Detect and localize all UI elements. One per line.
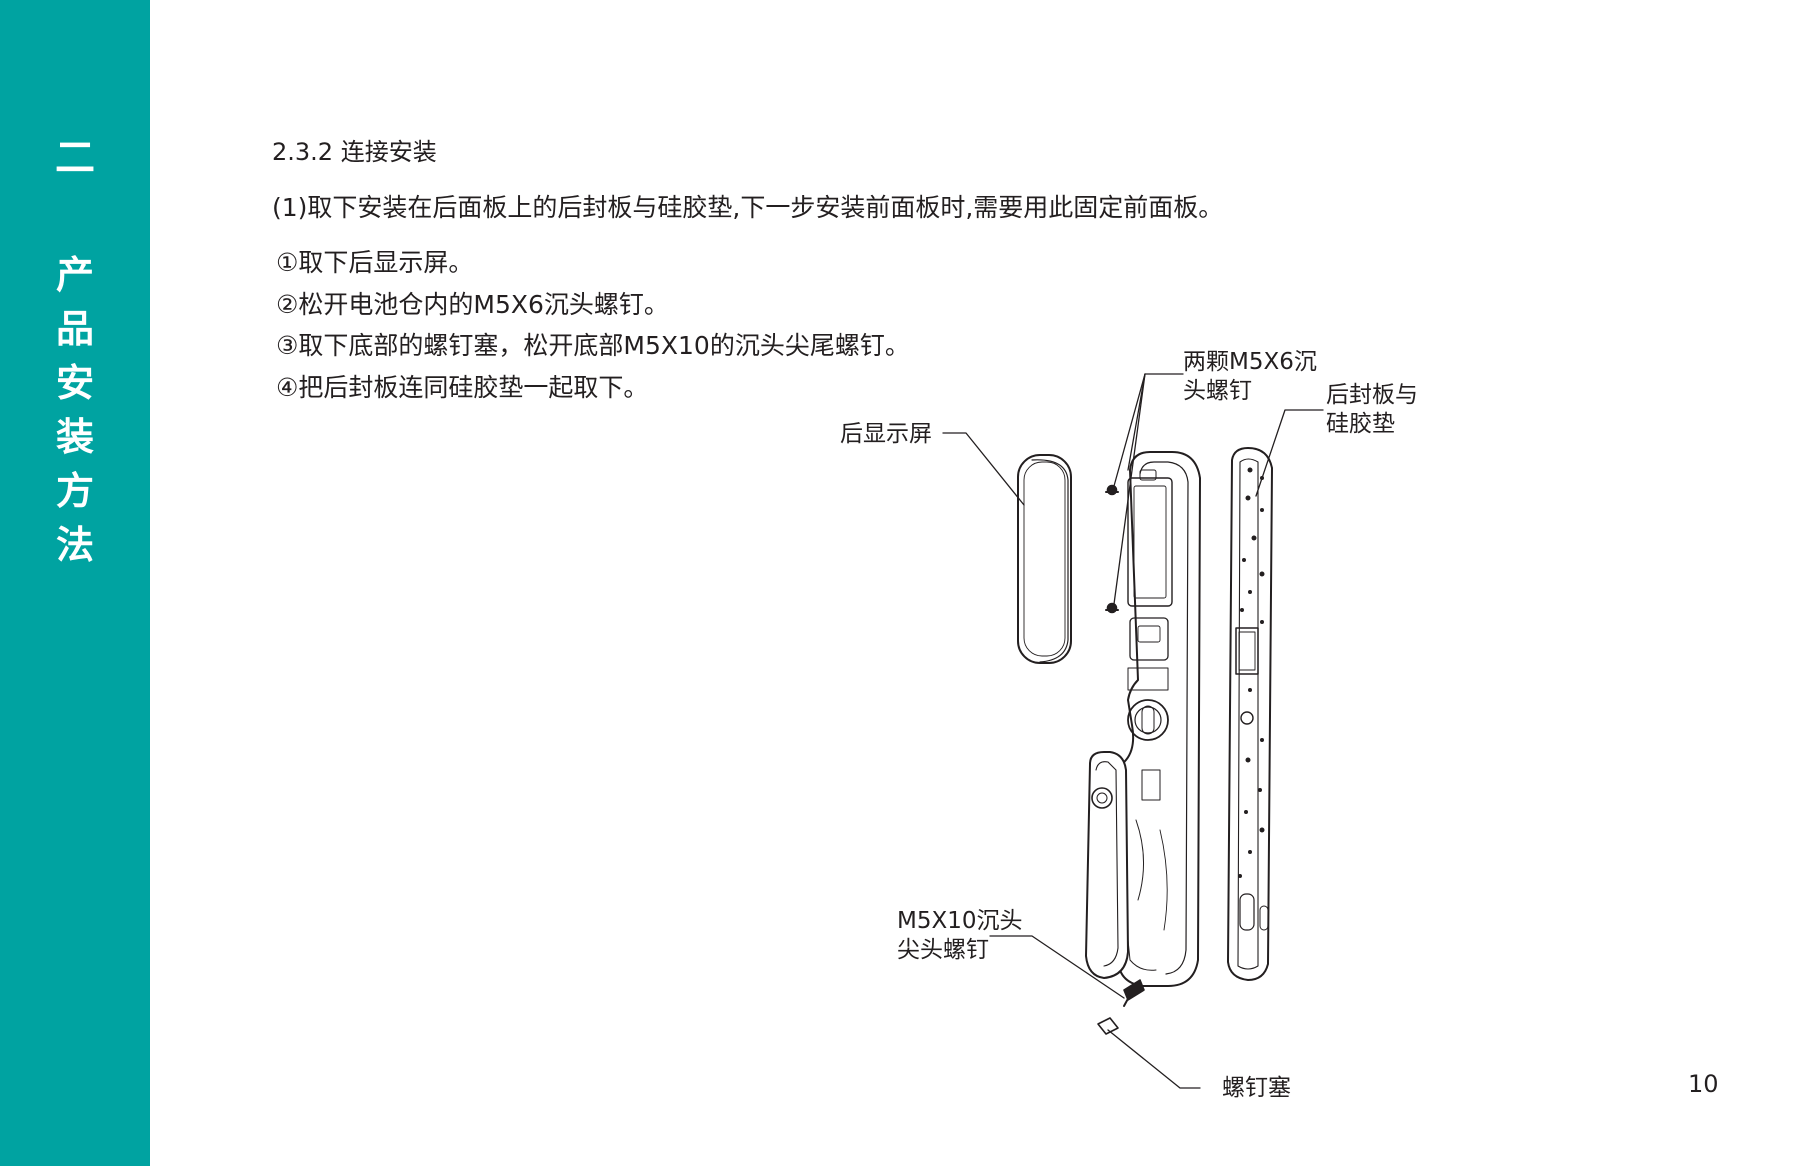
chapter-title-char: 产 [55,253,94,297]
label-rear-display: 后显示屏 [840,421,932,447]
instruction-text: (1)取下安装在后面板上的后封板与硅胶垫,下一步安装前面板时,需要用此固定前面板… [272,193,1224,222]
chapter-number: 二 [55,135,95,181]
chapter-sidebar: 二 产 品 安 装 方 法 [0,0,150,1166]
label-two-screws: 两颗M5X6沉 头螺钉 [1183,349,1317,404]
label-screw-plug: 螺钉塞 [1222,1075,1291,1101]
step-list: ①取下后显示屏。 ②松开电池仓内的M5X6沉头螺钉。 ③取下底部的螺钉塞，松开底… [276,242,910,408]
leader-lines [942,373,1324,1089]
cover-plate-holes [1238,467,1265,878]
label-bottom-screw: M5X10沉头 尖头螺钉 [897,908,1023,963]
chapter-title-char: 安 [55,361,94,405]
m5x6-screws-part [1105,484,1119,614]
section-title: 2.3.2 连接安装 [272,138,437,166]
chapter-title-char: 品 [55,307,94,351]
chapter-title-char: 装 [55,415,94,459]
chapter-title-char: 法 [55,523,94,567]
step-item: ②松开电池仓内的M5X6沉头螺钉。 [276,289,669,319]
rear-panel-part [1117,451,1201,987]
step-item: ③取下底部的螺钉塞，松开底部M5X10的沉头尖尾螺钉。 [276,331,910,360]
m5x10-screw-part [1123,979,1145,1007]
rear-display-part [1017,454,1072,664]
page-number: 10 [1688,1070,1719,1098]
chapter-title-char: 方 [55,469,94,513]
label-rear-cover: 后封板与 硅胶垫 [1326,382,1418,437]
rear-cover-plate-part [1227,447,1273,981]
handle-part [1085,751,1129,979]
chapter-title: 产 品 安 装 方 法 [0,248,150,572]
screw-plug-part [1097,1017,1119,1035]
step-item: ①取下后显示屏。 [276,248,474,277]
step-item: ④把后封板连同硅胶垫一起取下。 [276,372,649,402]
